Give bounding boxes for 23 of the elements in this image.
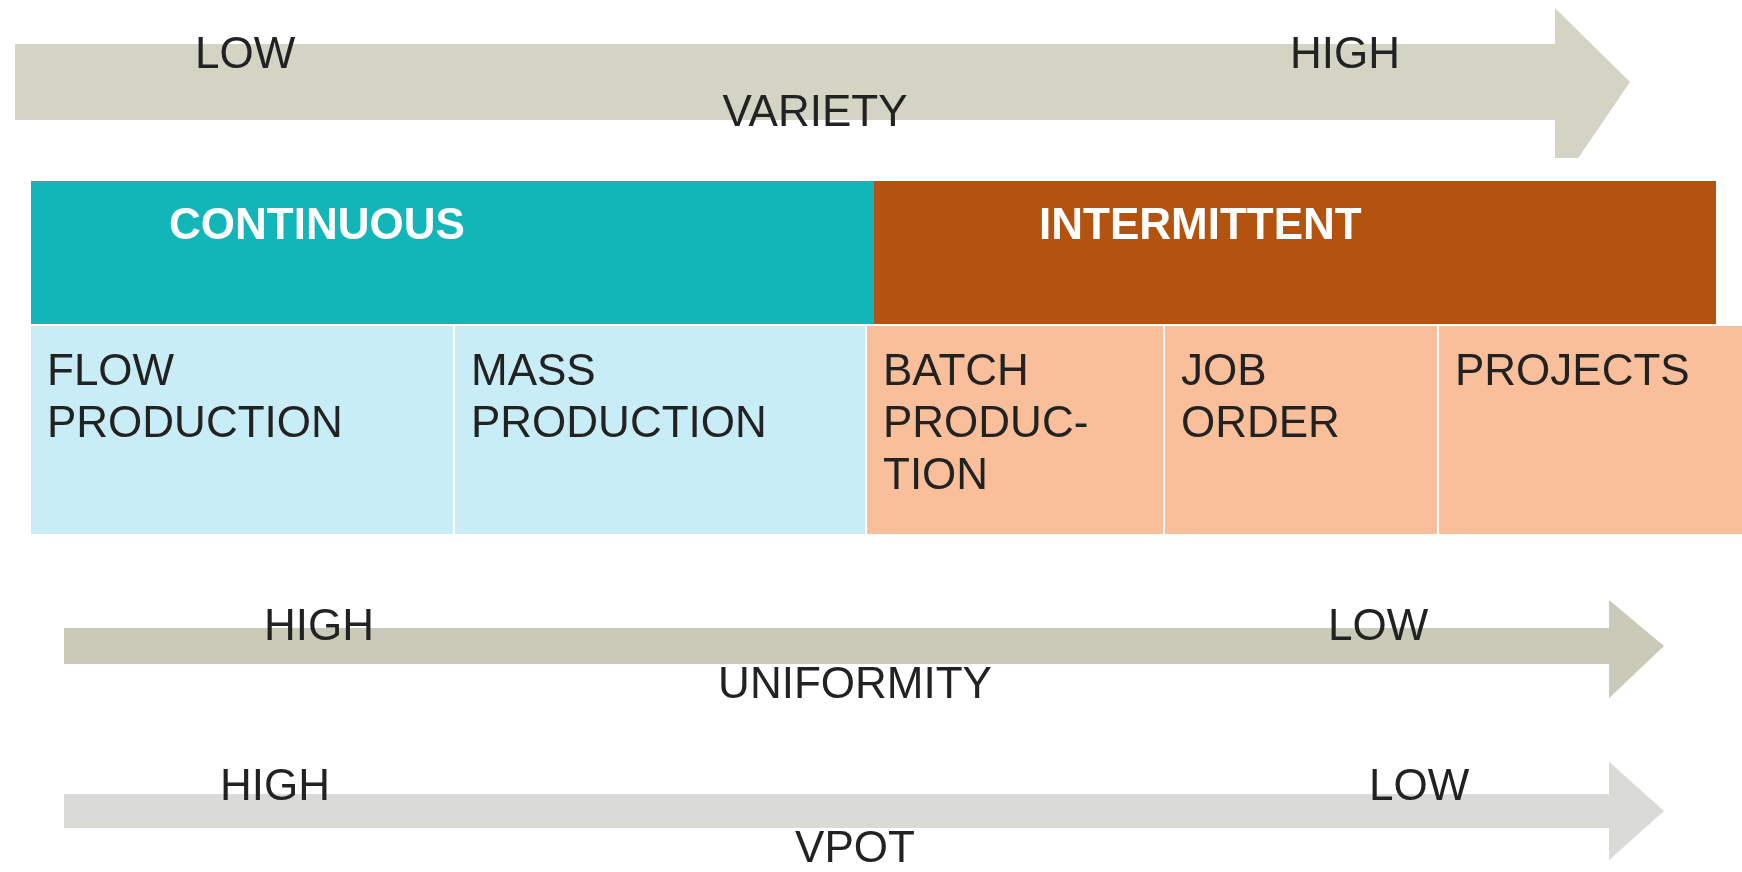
process-type-cell: [867, 326, 1163, 534]
scale-title: VARIETY: [722, 86, 908, 136]
process-type-label: JOB ORDER: [1181, 344, 1341, 448]
scale-end-label: LOW: [195, 28, 296, 78]
process-type-cell: [1165, 326, 1437, 534]
process-type-cell: [1439, 326, 1742, 534]
process-type-label: MASS PRODUCTION: [471, 344, 768, 448]
category-band: [31, 181, 874, 324]
scale-end-label: LOW: [1328, 600, 1429, 650]
scale-end-label: HIGH: [220, 760, 330, 810]
process-type-label: FLOW PRODUCTION: [47, 344, 344, 448]
process-type-label: BATCH PRODUC- TION: [883, 344, 1090, 500]
category-heading: CONTINUOUS: [169, 199, 465, 249]
scale-title: UNIFORMITY: [718, 658, 992, 708]
scale-title: VPOT: [795, 822, 915, 872]
category-heading: INTERMITTENT: [1039, 199, 1362, 249]
scale-end-label: HIGH: [1290, 28, 1400, 78]
scale-end-label: HIGH: [264, 600, 374, 650]
process-type-label: PROJECTS: [1455, 344, 1690, 396]
scale-end-label: LOW: [1369, 760, 1470, 810]
process-type-cell: [455, 326, 865, 534]
category-band: [874, 181, 1716, 324]
process-type-cell: [31, 326, 453, 534]
